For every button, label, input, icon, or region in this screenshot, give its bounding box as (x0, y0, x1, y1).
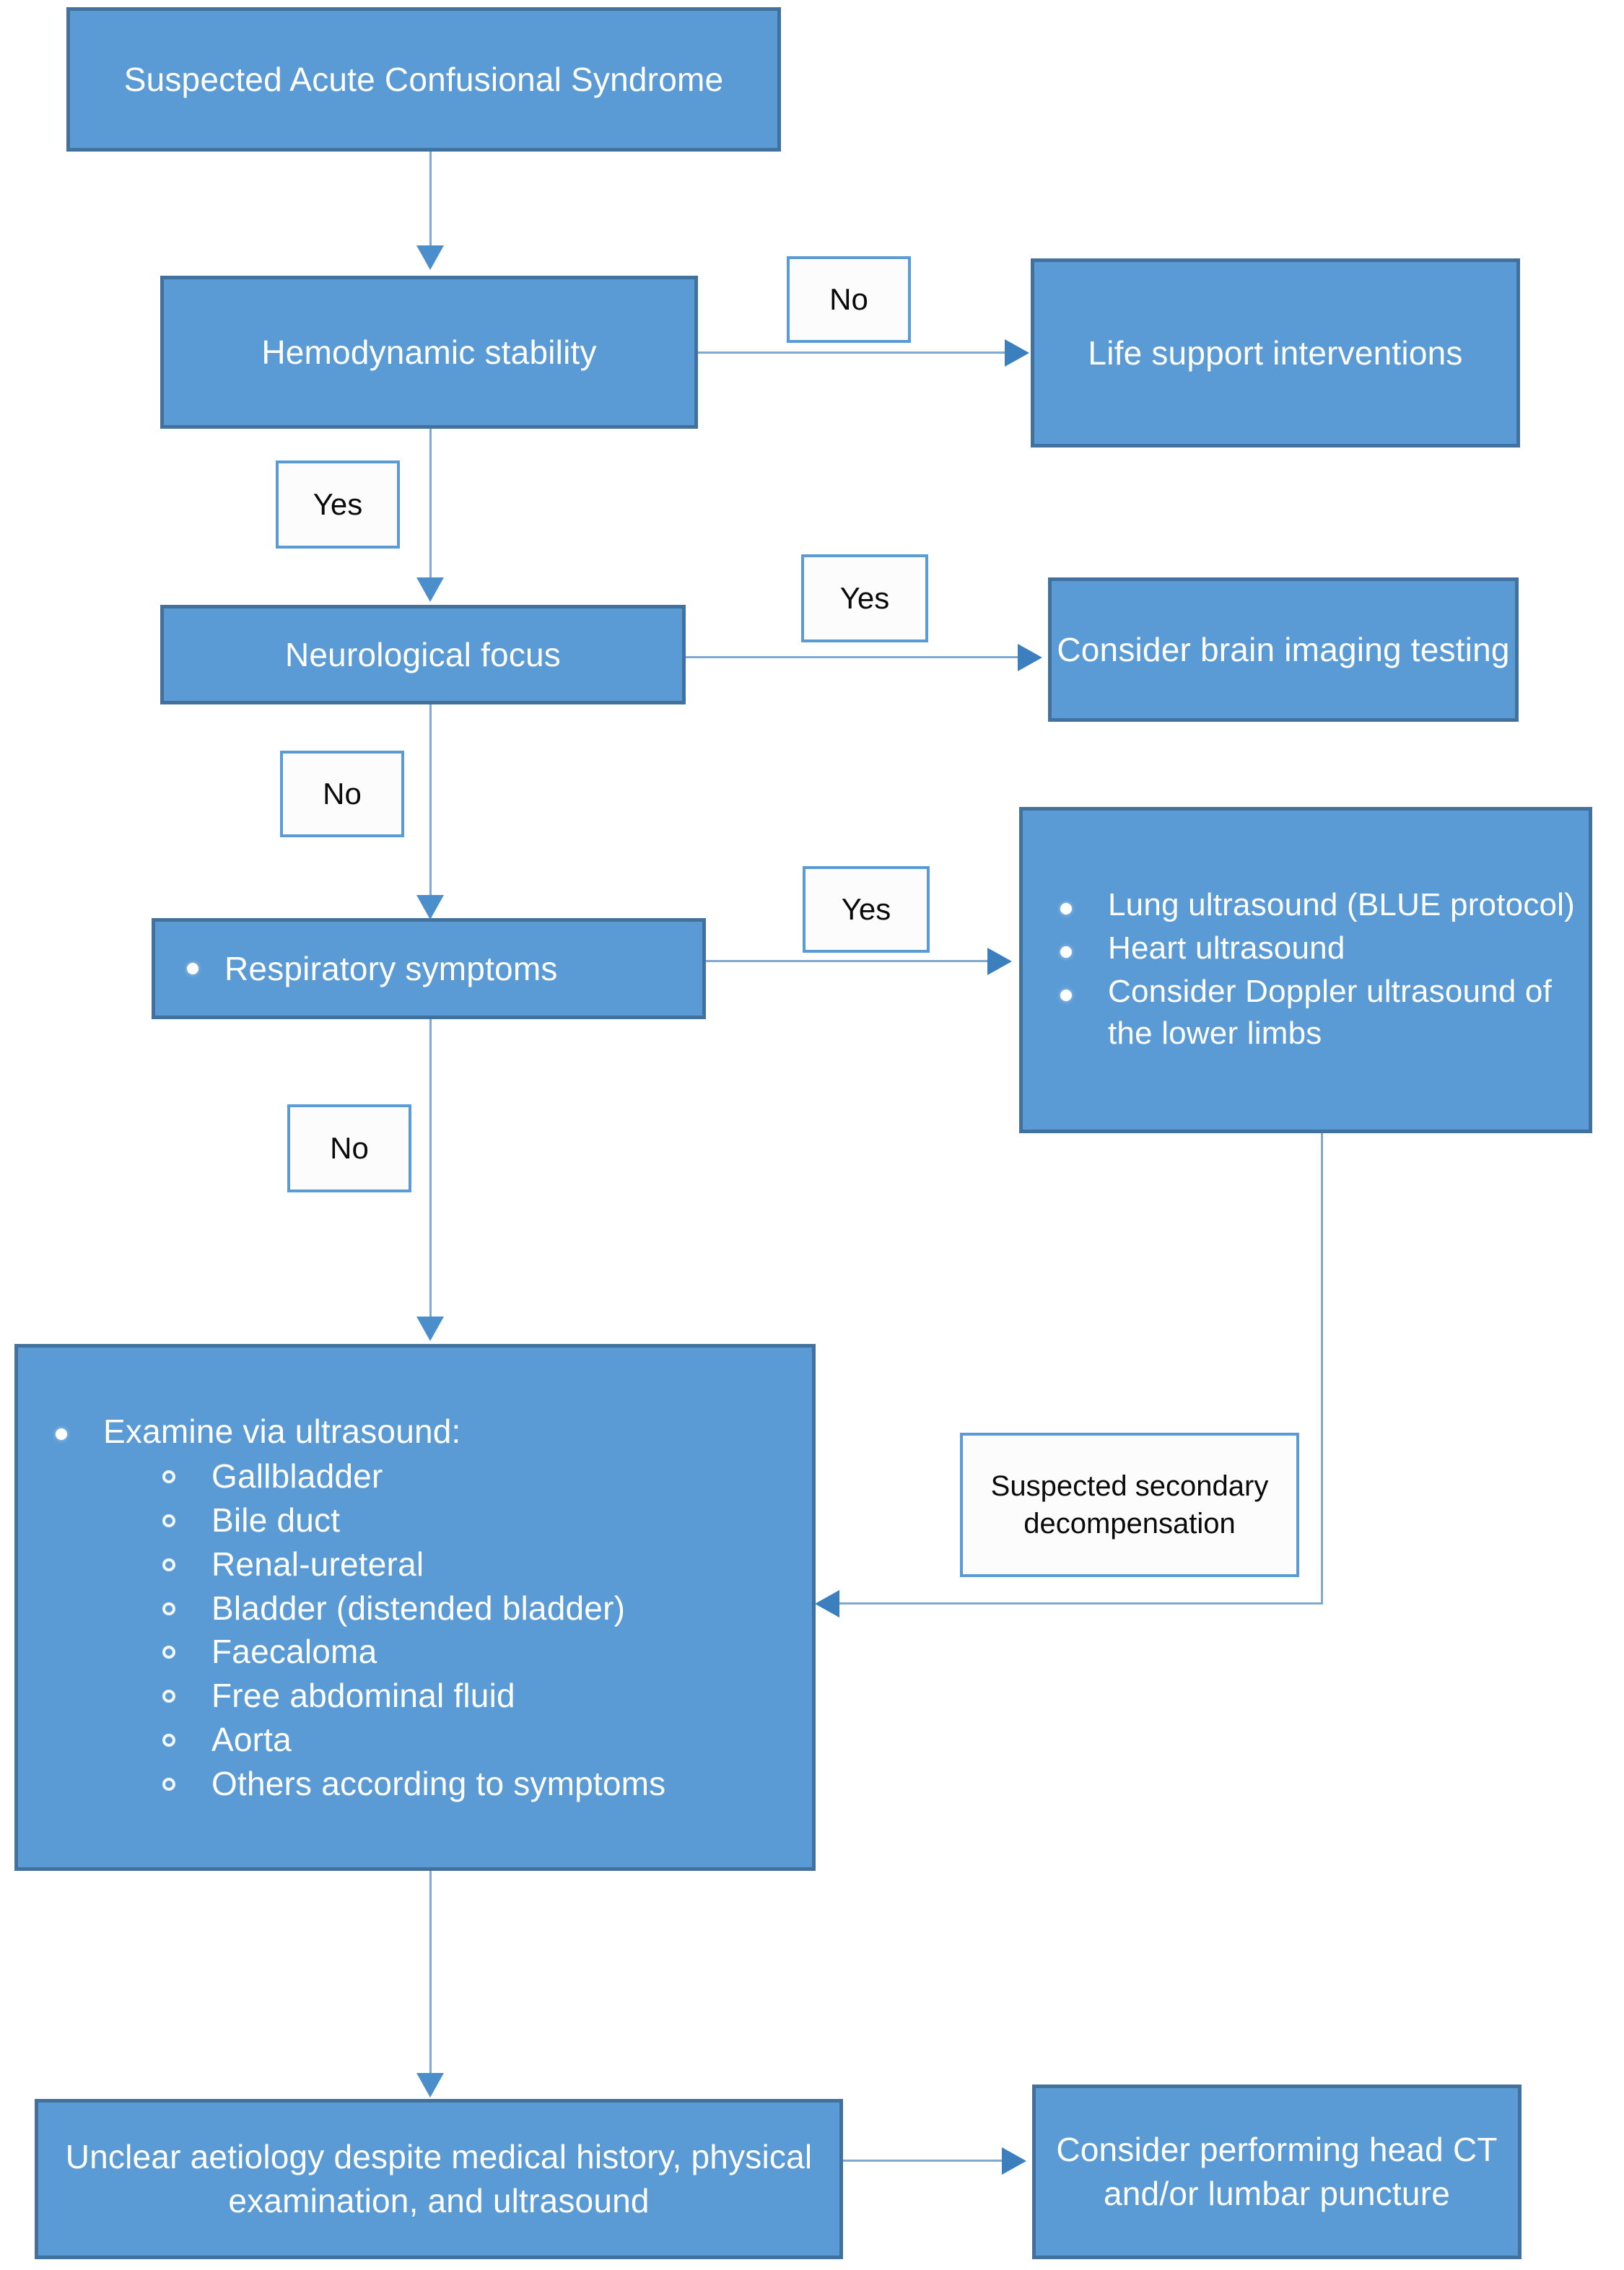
connector-neurological-to-respiratory (429, 704, 432, 899)
node-respiratory-symptoms[interactable]: Respiratory symptoms (152, 918, 706, 1019)
arrowhead-unclear-aetiology-to-head-ct (1002, 2147, 1026, 2175)
thoracic-ultrasound-list: Lung ultrasound (BLUE protocol) Heart ul… (1023, 884, 1589, 1056)
list-item: Lung ultrasound (BLUE protocol) (1023, 884, 1589, 926)
edge-label-suspected-secondary-decompensation: Suspected secondary decompensation (960, 1433, 1299, 1577)
arrowhead-respiratory-to-abdominal-us (416, 1317, 444, 1341)
node-thoracic-ultrasound-actions[interactable]: Lung ultrasound (BLUE protocol) Heart ul… (1019, 807, 1592, 1133)
arrowhead-neurological-to-brain-imaging (1018, 644, 1042, 671)
node-abdominal-ultrasound-checklist[interactable]: Examine via ultrasound: Gallbladder Bile… (14, 1344, 816, 1871)
edge-label-hemodynamic-no: No (787, 256, 911, 343)
edge-label-secondary-decomp-text: Suspected secondary decompensation (990, 1470, 1269, 1540)
edge-label-neurological-yes: Yes (801, 554, 928, 642)
node-neurological-label: Neurological focus (284, 635, 562, 673)
list-item: Free abdominal fluid (126, 1674, 812, 1718)
connector-respiratory-to-thoracic-us (706, 960, 1009, 962)
list-item: Consider Doppler ultrasound of the lower… (1023, 971, 1589, 1055)
connector-neurological-to-brain-imaging (686, 656, 1039, 658)
edge-label-hemodynamic-no-text: No (829, 281, 868, 316)
connector-thoracic-us-down (1321, 1133, 1323, 1604)
list-item: Others according to symptoms (126, 1762, 812, 1806)
arrowhead-start-to-hemodynamic (416, 245, 444, 270)
edge-label-hemodynamic-yes-text: Yes (313, 486, 363, 521)
arrowhead-abdominal-us-to-unclear-aetiology (416, 2073, 444, 2097)
edge-label-neurological-no: No (280, 751, 404, 837)
connector-abdominal-us-to-unclear-aetiology (429, 1871, 432, 2079)
edge-label-respiratory-yes-text: Yes (841, 891, 891, 926)
node-unclear-aetiology-label: Unclear aetiology despite medical histor… (65, 2138, 813, 2219)
list-item-heading: Examine via ultrasound: (18, 1410, 812, 1454)
list-item: Aorta (126, 1718, 812, 1762)
edge-label-respiratory-no-text: No (330, 1130, 369, 1165)
list-item: Bile duct (126, 1498, 812, 1542)
node-suspected-acute-confusional-syndrome[interactable]: Suspected Acute Confusional Syndrome (66, 7, 781, 152)
node-consider-head-ct-lumbar-puncture[interactable]: Consider performing head CT and/or lumba… (1032, 2085, 1522, 2259)
list-item: Gallbladder (126, 1454, 812, 1498)
connector-respiratory-to-abdominal-us (429, 1019, 432, 1321)
list-item: Bladder (distended bladder) (126, 1586, 812, 1631)
abdominal-ultrasound-sublist: Gallbladder Bile duct Renal-ureteral Bla… (126, 1454, 812, 1805)
node-start-label: Suspected Acute Confusional Syndrome (123, 60, 724, 98)
arrowhead-respiratory-to-thoracic-us (987, 948, 1012, 975)
list-item: Renal-ureteral (126, 1542, 812, 1586)
edge-label-respiratory-no: No (287, 1104, 411, 1192)
abdominal-ultrasound-list: Examine via ultrasound: (18, 1410, 812, 1455)
node-neurological-focus[interactable]: Neurological focus (160, 605, 686, 704)
node-brain-imaging-label: Consider brain imaging testing (1057, 630, 1510, 668)
node-hemodynamic-label: Hemodynamic stability (261, 333, 597, 371)
arrowhead-hemodynamic-to-neurological (416, 577, 444, 602)
edge-label-neurological-yes-text: Yes (839, 580, 890, 615)
node-unclear-aetiology[interactable]: Unclear aetiology despite medical histor… (35, 2099, 843, 2259)
edge-label-neurological-no-text: No (323, 776, 362, 811)
connector-unclear-aetiology-to-head-ct (843, 2160, 1023, 2162)
arrowhead-thoracic-us-to-abdominal-us (815, 1590, 839, 1618)
node-life-support-interventions[interactable]: Life support interventions (1031, 258, 1520, 448)
node-life-support-label: Life support interventions (1088, 333, 1463, 372)
node-consider-brain-imaging-testing[interactable]: Consider brain imaging testing (1048, 577, 1519, 722)
connector-start-to-hemodynamic (429, 152, 432, 249)
list-item: Heart ultrasound (1023, 927, 1589, 969)
arrowhead-neurological-to-respiratory (416, 895, 444, 920)
edge-label-respiratory-yes: Yes (803, 866, 930, 953)
node-respiratory-label: Respiratory symptoms (155, 947, 772, 991)
arrowhead-hemodynamic-to-life-support (1005, 339, 1029, 367)
list-item: Faecaloma (126, 1630, 812, 1674)
connector-hemodynamic-to-neurological (429, 429, 432, 582)
node-head-ct-label: Consider performing head CT and/or lumba… (1056, 2131, 1498, 2212)
connector-thoracic-us-to-abdominal-us (839, 1602, 1323, 1605)
edge-label-hemodynamic-yes: Yes (276, 460, 400, 549)
connector-hemodynamic-to-life-support (698, 352, 1026, 354)
node-hemodynamic-stability[interactable]: Hemodynamic stability (160, 276, 698, 429)
